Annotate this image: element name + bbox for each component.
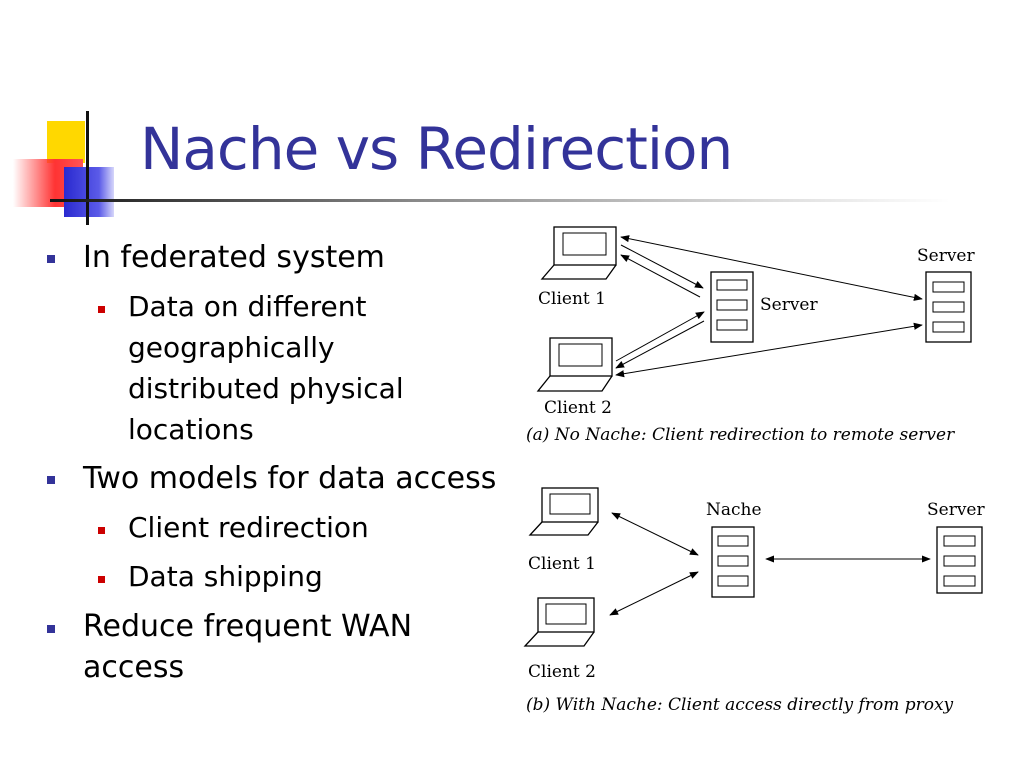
vertical-rule [86, 111, 89, 225]
diagram-b-server-label: Server [927, 500, 985, 520]
laptop-icon [523, 597, 595, 647]
diagram-a-client1-label: Client 1 [538, 289, 606, 309]
laptop-icon [528, 487, 599, 536]
nache-diagram: Client 1 Client 2 Server Server [523, 226, 985, 715]
bullet-marker [47, 476, 55, 484]
bullet-marker [47, 255, 55, 263]
diagram-b-client2-label: Client 2 [528, 662, 596, 682]
sub-bullet-data-line1: Data on different [128, 290, 367, 323]
sub-bullet-data-line4: locations [128, 413, 254, 446]
diagram-a-remote-server-label: Server [917, 246, 975, 266]
bullet-federated-system: In federated system [83, 240, 385, 275]
sub-bullet-data-line3: distributed physical [128, 372, 404, 405]
server-icon [710, 271, 754, 343]
yellow-square-decoration [47, 121, 85, 163]
title-underline [50, 199, 950, 202]
sub-bullet-marker [98, 306, 105, 313]
bullet-reduce-wan-line2: access [83, 650, 185, 685]
laptop-icon [540, 226, 617, 280]
sub-bullet-marker [98, 527, 105, 534]
diagram-b-client1-label: Client 1 [528, 554, 596, 574]
sub-bullet-marker [98, 576, 105, 583]
bullet-marker [47, 625, 55, 633]
laptop-icon [536, 337, 613, 392]
diagram-a-arrows [615, 235, 923, 378]
server-icon [711, 526, 755, 598]
diagram-b-caption: (b) With Nache: Client access directly f… [526, 695, 954, 715]
server-icon [936, 526, 983, 594]
diagram-a-caption: (a) No Nache: Client redirection to remo… [526, 425, 955, 445]
sub-bullet-data-shipping: Data shipping [128, 560, 323, 593]
diagram-a-client2-label: Client 2 [544, 398, 612, 418]
slide-title: Nache vs Redirection [140, 115, 733, 183]
server-icon [925, 271, 972, 343]
diagram-a-server-label: Server [760, 295, 818, 315]
diagram-b-nache-label: Nache [706, 500, 762, 520]
sub-bullet-client-redirection: Client redirection [128, 511, 369, 544]
blue-square-decoration [64, 167, 114, 217]
bullet-reduce-wan-line1: Reduce frequent WAN [83, 609, 413, 644]
sub-bullet-data-line2: geographically [128, 331, 335, 364]
diagram-b-arrows [609, 512, 931, 616]
bullet-two-models: Two models for data access [83, 461, 497, 496]
